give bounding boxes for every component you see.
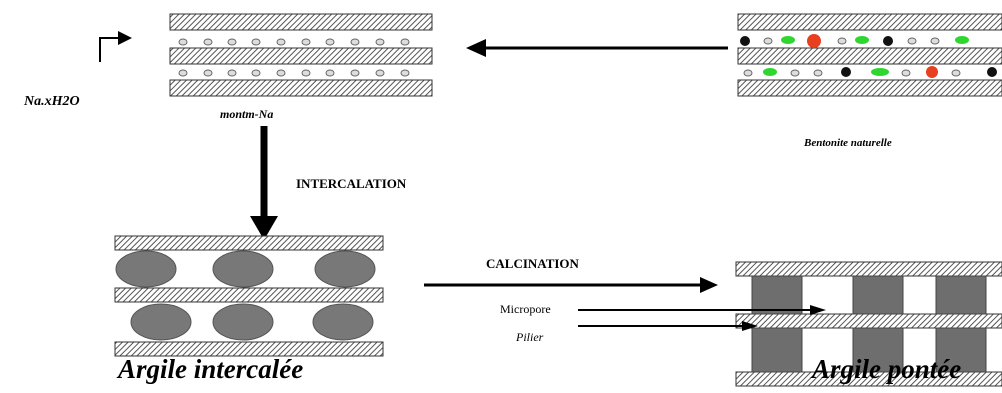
pillar-label: Pilier (516, 330, 544, 344)
sodium-cation (301, 69, 311, 77)
exchangeable-cations-row (740, 34, 969, 48)
black-cation (883, 36, 893, 46)
sodium-cation (375, 38, 385, 46)
clay-layer (114, 235, 384, 251)
clay-layer (737, 79, 1002, 97)
clay-layer (169, 79, 433, 97)
sodium-cation (251, 69, 261, 77)
exchange-arrow-head (466, 39, 486, 57)
natural-bentonite-structure (737, 13, 1002, 97)
pillared-clay-title: Argile pontée (812, 354, 962, 384)
clay-layer (737, 13, 1002, 31)
sodium-cation (276, 38, 286, 46)
grey-cation (951, 69, 961, 77)
pillared-clay-structure (735, 261, 1002, 387)
sodium-cation (400, 69, 410, 77)
exchangeable-cations-row (743, 66, 997, 78)
sodium-cations-row (178, 69, 410, 77)
polycation-sphere (212, 250, 274, 288)
grey-cation (790, 69, 800, 77)
sodium-cation (227, 69, 237, 77)
alumina-pillar (935, 327, 987, 373)
grey-cation (813, 69, 823, 77)
sodium-cation (350, 69, 360, 77)
alumina-pillar (852, 275, 904, 315)
natural-bentonite-label: Bentonite naturelle (804, 137, 892, 149)
calcination-label: CALCINATION (486, 256, 579, 271)
montm-na-label: montm-Na (220, 107, 274, 121)
green-cation (763, 68, 777, 76)
sodium-cation (276, 69, 286, 77)
polycation-sphere (130, 303, 192, 341)
intercalation-label: INTERCALATION (296, 176, 407, 191)
grey-cation (837, 37, 847, 45)
polycation-sphere (312, 303, 374, 341)
clay-layer (114, 287, 384, 303)
clay-layer (737, 47, 1002, 65)
sodium-cation (251, 38, 261, 46)
green-cation (781, 36, 795, 44)
black-cation (841, 67, 851, 77)
clay-layer (169, 13, 433, 31)
intercalated-clay-structure (114, 235, 384, 357)
black-cation (987, 67, 997, 77)
green-cation (871, 68, 889, 76)
grey-cation (907, 37, 917, 45)
pillar-pointer-head (742, 321, 758, 331)
sodium-cation (178, 38, 188, 46)
polycation-sphere (115, 250, 177, 288)
red-cation (926, 66, 938, 78)
grey-cation (930, 37, 940, 45)
red-cation (807, 34, 821, 48)
montm-na-structure (169, 13, 433, 97)
intercalation-arrow-head (250, 216, 278, 240)
clay-layer (735, 313, 1002, 329)
sodium-cation (203, 38, 213, 46)
sodium-cation (178, 69, 188, 77)
sodium-cations-row (178, 38, 410, 46)
green-cation (855, 36, 869, 44)
hooked-arrow-head (118, 31, 132, 45)
sodium-cation (350, 38, 360, 46)
sodium-cation (227, 38, 237, 46)
black-cation (740, 36, 750, 46)
grey-cation (901, 69, 911, 77)
micropore-pointer-head (810, 305, 826, 315)
sodium-cation (375, 69, 385, 77)
grey-cation (743, 69, 753, 77)
calcination-arrow-head (700, 277, 718, 293)
sodium-cation (400, 38, 410, 46)
alumina-pillar (751, 275, 803, 315)
clay-layer (169, 47, 433, 65)
clay-layer (735, 261, 1002, 277)
sodium-cation (325, 69, 335, 77)
hydrated-sodium-label: Na.xH2O (24, 94, 80, 109)
sodium-cation (203, 69, 213, 77)
sodium-cation (325, 38, 335, 46)
polycation-sphere (314, 250, 376, 288)
grey-cation (763, 37, 773, 45)
micropore-label: Micropore (500, 302, 551, 316)
sodium-cation (301, 38, 311, 46)
clay-layer (114, 341, 384, 357)
intercalated-clay-title: Argile intercalée (118, 354, 304, 384)
hooked-arrow-line (99, 37, 120, 62)
alumina-pillar (852, 327, 904, 373)
polycation-sphere (212, 303, 274, 341)
alumina-pillar (935, 275, 987, 315)
alumina-pillar (751, 327, 803, 373)
green-cation (955, 36, 969, 44)
